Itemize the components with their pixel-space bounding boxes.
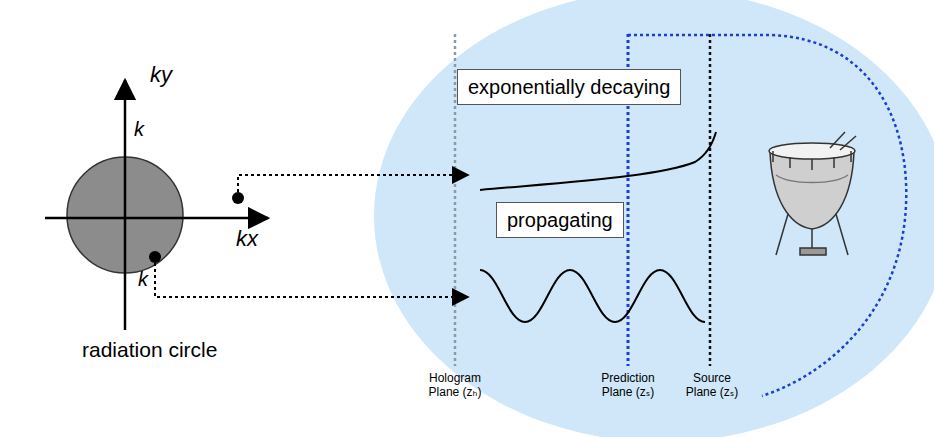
text-box: exponentially decaying [457, 69, 681, 105]
ky-axis [124, 80, 127, 330]
decaying-curve [480, 132, 716, 190]
source-plane-line [709, 34, 712, 366]
axis-label: kx [236, 226, 258, 251]
radius-label: k [134, 118, 144, 141]
leader-arrow [155, 257, 468, 297]
box-label: exponentially decaying [468, 75, 670, 99]
plane-label: Hologram Plane (zₕ) [418, 372, 492, 400]
radius-label: k [138, 268, 148, 291]
sound-field-region [374, 0, 934, 437]
text-box: propagating [496, 202, 624, 238]
leader-arrow [238, 175, 468, 198]
kx-axis [45, 217, 268, 220]
propagating-wave [480, 270, 705, 322]
axis-label: ky [150, 62, 172, 87]
box-label: propagating [507, 208, 613, 232]
plane-label: Source Plane (zₛ) [680, 372, 744, 400]
hologram-plane-line [454, 34, 457, 366]
plane-label: Prediction Plane (zₛ) [591, 372, 665, 400]
caption-label: radiation circle [82, 338, 217, 362]
timpani-drum [769, 132, 856, 255]
